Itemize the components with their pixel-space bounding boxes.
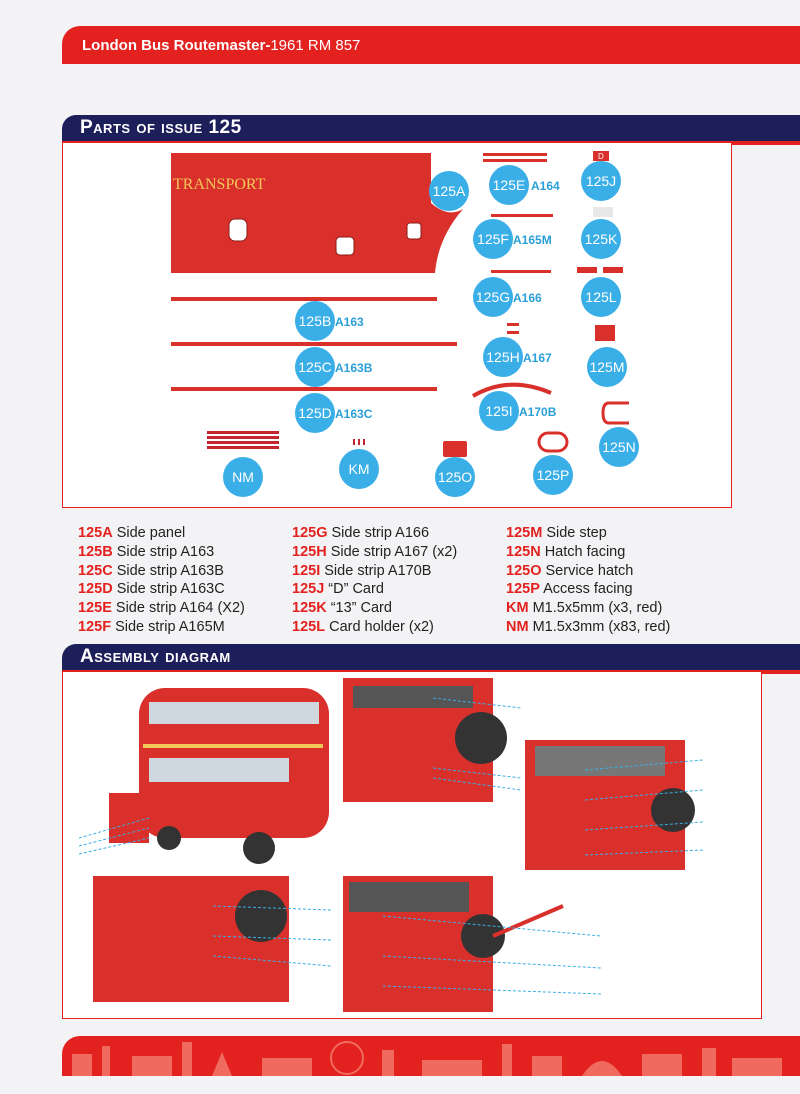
assembly-step-3-image bbox=[525, 740, 705, 870]
bubble-125k: 125K bbox=[581, 219, 621, 259]
card-13-shape bbox=[593, 207, 613, 217]
bubble-nm: NM bbox=[223, 457, 263, 497]
assembly-section-title: Assembly diagram bbox=[80, 646, 231, 668]
parts-section-title: Parts of issue 125 bbox=[80, 117, 242, 139]
legend-item: 125J “D” Card bbox=[292, 580, 457, 599]
legend-item: 125P Access facing bbox=[506, 580, 670, 599]
legend-item: 125G Side strip A166 bbox=[292, 524, 457, 543]
assembly-box bbox=[62, 671, 762, 1019]
bubble-125c: 125C bbox=[295, 347, 335, 387]
strip-f-shape bbox=[491, 214, 553, 217]
bubble-125d: 125D bbox=[295, 393, 335, 433]
bubble-125f: 125F bbox=[473, 219, 513, 259]
service-hatch-shape bbox=[443, 441, 467, 457]
ref-a163b: A163B bbox=[335, 361, 372, 375]
legend-item: 125I Side strip A170B bbox=[292, 562, 457, 581]
side-step-shape bbox=[595, 325, 615, 341]
strip-e-shape-2 bbox=[483, 159, 547, 162]
legend-item: 125C Side strip A163B bbox=[78, 562, 245, 581]
series-title-bold: London Bus Routemaster- bbox=[82, 37, 270, 54]
legend-item: 125E Side strip A164 (X2) bbox=[78, 599, 245, 618]
legend-item: NM M1.5x3mm (x83, red) bbox=[506, 618, 670, 637]
hatch-facing-shape bbox=[603, 403, 629, 423]
legend-column-3: 125M Side step 125N Hatch facing 125O Se… bbox=[506, 524, 670, 637]
header-bar: London Bus Routemaster- 1961 RM 857 bbox=[62, 26, 800, 64]
london-skyline-icon bbox=[62, 1036, 800, 1076]
parts-section-heading: Parts of issue 125 bbox=[62, 115, 800, 141]
panel-window-right bbox=[407, 223, 421, 239]
strip-e-shape-1 bbox=[483, 153, 547, 156]
panel-transport-text: TRANSPORT bbox=[173, 176, 266, 193]
strip-b-shape bbox=[171, 297, 437, 301]
bubble-km: KM bbox=[339, 449, 379, 489]
side-panel-shape bbox=[171, 153, 463, 273]
ref-a167: A167 bbox=[523, 351, 552, 365]
legend-column-2: 125G Side strip A166 125H Side strip A16… bbox=[292, 524, 457, 637]
legend-item: 125N Hatch facing bbox=[506, 543, 670, 562]
panel-window-mid bbox=[336, 237, 354, 255]
parts-box: TRANSPORT D bbox=[62, 142, 732, 508]
legend-column-1: 125A Side panel 125B Side strip A163 125… bbox=[78, 524, 245, 637]
bubble-125l: 125L bbox=[581, 277, 621, 317]
bubble-125a: 125A bbox=[429, 171, 469, 211]
legend-item: KM M1.5x5mm (x3, red) bbox=[506, 599, 670, 618]
bubble-125h: 125H bbox=[483, 337, 523, 377]
strip-h-shape-1 bbox=[507, 323, 519, 326]
bubble-125n: 125N bbox=[599, 427, 639, 467]
strip-d-shape bbox=[171, 387, 437, 391]
strip-c-shape bbox=[171, 342, 457, 346]
access-facing-shape bbox=[539, 433, 567, 451]
bubble-125m: 125M bbox=[587, 347, 627, 387]
legend-item: 125F Side strip A165M bbox=[78, 618, 245, 637]
card-holder-shape-1 bbox=[577, 267, 597, 273]
km-screws-group bbox=[353, 439, 365, 445]
bubble-125i: 125I bbox=[479, 391, 519, 431]
ref-a170b: A170B bbox=[519, 405, 556, 419]
legend-item: 125L Card holder (x2) bbox=[292, 618, 457, 637]
strip-i-shape bbox=[473, 385, 551, 396]
bubble-125b: 125B bbox=[295, 301, 335, 341]
legend-item: 125A Side panel bbox=[78, 524, 245, 543]
bubble-125e: 125E bbox=[489, 165, 529, 205]
ref-a163c: A163C bbox=[335, 407, 372, 421]
legend-item: 125D Side strip A163C bbox=[78, 580, 245, 599]
footer-skyline-bar bbox=[62, 1036, 800, 1076]
bubble-125j: 125J bbox=[581, 161, 621, 201]
strip-h-shape-2 bbox=[507, 331, 519, 334]
card-d-label: D bbox=[598, 152, 604, 161]
card-holder-shape-2 bbox=[603, 267, 623, 273]
series-title-rest: 1961 RM 857 bbox=[270, 37, 360, 54]
assembly-step-1-image bbox=[69, 678, 337, 868]
legend-item: 125K “13” Card bbox=[292, 599, 457, 618]
bubble-125p: 125P bbox=[533, 455, 573, 495]
legend-item: 125H Side strip A167 (x2) bbox=[292, 543, 457, 562]
strip-g-shape bbox=[491, 270, 551, 273]
ref-a164: A164 bbox=[531, 179, 560, 193]
legend-item: 125M Side step bbox=[506, 524, 670, 543]
ref-a165m: A165M bbox=[513, 233, 552, 247]
bubble-125g: 125G bbox=[473, 277, 513, 317]
bubble-125o: 125O bbox=[435, 457, 475, 497]
assembly-step-2-image bbox=[343, 678, 523, 802]
nm-screws-group bbox=[207, 431, 279, 449]
assembly-step-5-image bbox=[343, 876, 603, 1012]
legend-item: 125O Service hatch bbox=[506, 562, 670, 581]
legend-item: 125B Side strip A163 bbox=[78, 543, 245, 562]
assembly-step-4-image bbox=[93, 876, 333, 1002]
assembly-section-heading: Assembly diagram bbox=[62, 644, 800, 670]
ref-a166: A166 bbox=[513, 291, 542, 305]
ref-a163: A163 bbox=[335, 315, 364, 329]
panel-window-left bbox=[229, 219, 247, 241]
